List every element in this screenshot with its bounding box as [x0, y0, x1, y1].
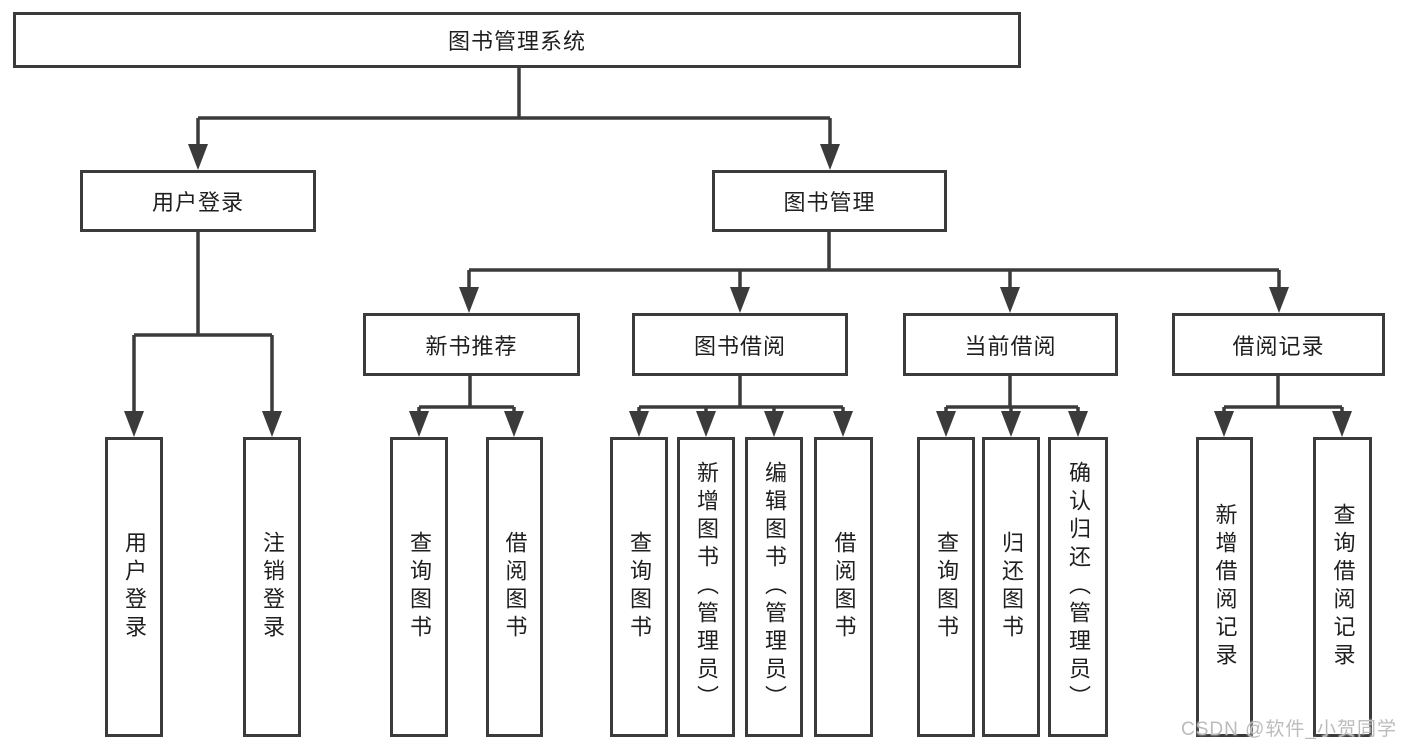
leaf-label: 查询借阅记录 [1330, 503, 1356, 671]
leaf-label: 编辑图书（管理员） [762, 461, 787, 713]
leaf-query-books-recommend: 查询图书 [390, 437, 448, 737]
node-label: 图书管理 [783, 190, 876, 215]
node-label: 新书推荐 [425, 333, 518, 359]
leaf-borrow-books-recommend: 借阅图书 [486, 437, 543, 737]
node-label: 借阅记录 [1232, 333, 1325, 359]
node-new-book-recommendation: 新书推荐 [363, 313, 580, 376]
leaf-label: 借阅图书 [831, 531, 857, 643]
leaf-label: 注销登录 [260, 531, 285, 643]
node-label: 用户登录 [151, 190, 244, 215]
leaf-label: 新增借阅记录 [1212, 503, 1238, 671]
leaf-query-books-current: 查询图书 [917, 437, 975, 737]
leaf-borrow-books: 借阅图书 [814, 437, 873, 737]
node-label: 当前借阅 [964, 333, 1057, 359]
node-label: 图书管理系统 [447, 29, 586, 54]
leaf-query-books-borrowing: 查询图书 [610, 437, 668, 737]
leaf-label: 用户登录 [122, 531, 147, 643]
leaf-label: 借阅图书 [502, 531, 528, 643]
node-book-management: 图书管理 [712, 170, 947, 232]
node-book-borrowing: 图书借阅 [632, 313, 848, 376]
node-user-login: 用户登录 [80, 170, 316, 232]
leaf-edit-books-admin: 编辑图书（管理员） [745, 437, 803, 737]
leaf-label: 新增图书（管理员） [694, 461, 719, 713]
leaf-query-borrow-record: 查询借阅记录 [1313, 437, 1372, 737]
leaf-label: 查询图书 [407, 531, 432, 643]
leaf-label: 归还图书 [999, 531, 1024, 643]
leaf-label: 查询图书 [934, 531, 959, 643]
node-current-borrowing: 当前借阅 [903, 313, 1118, 376]
leaf-add-borrow-record: 新增借阅记录 [1196, 437, 1253, 737]
leaf-logout: 注销登录 [243, 437, 301, 737]
leaf-user-login: 用户登录 [105, 437, 163, 737]
node-borrowing-records: 借阅记录 [1172, 313, 1385, 376]
leaf-label: 查询图书 [627, 531, 652, 643]
leaf-return-books: 归还图书 [982, 437, 1040, 737]
arrowhead-icons [124, 144, 1352, 437]
leaf-confirm-return-admin: 确认归还（管理员） [1048, 437, 1108, 737]
csdn-watermark: CSDN @软件_小贺同学 [1181, 719, 1397, 740]
node-label: 图书借阅 [693, 333, 786, 359]
leaf-label: 确认归还（管理员） [1066, 461, 1091, 713]
leaf-add-books-admin: 新增图书（管理员） [677, 437, 735, 737]
node-library-management-system: 图书管理系统 [13, 12, 1021, 68]
